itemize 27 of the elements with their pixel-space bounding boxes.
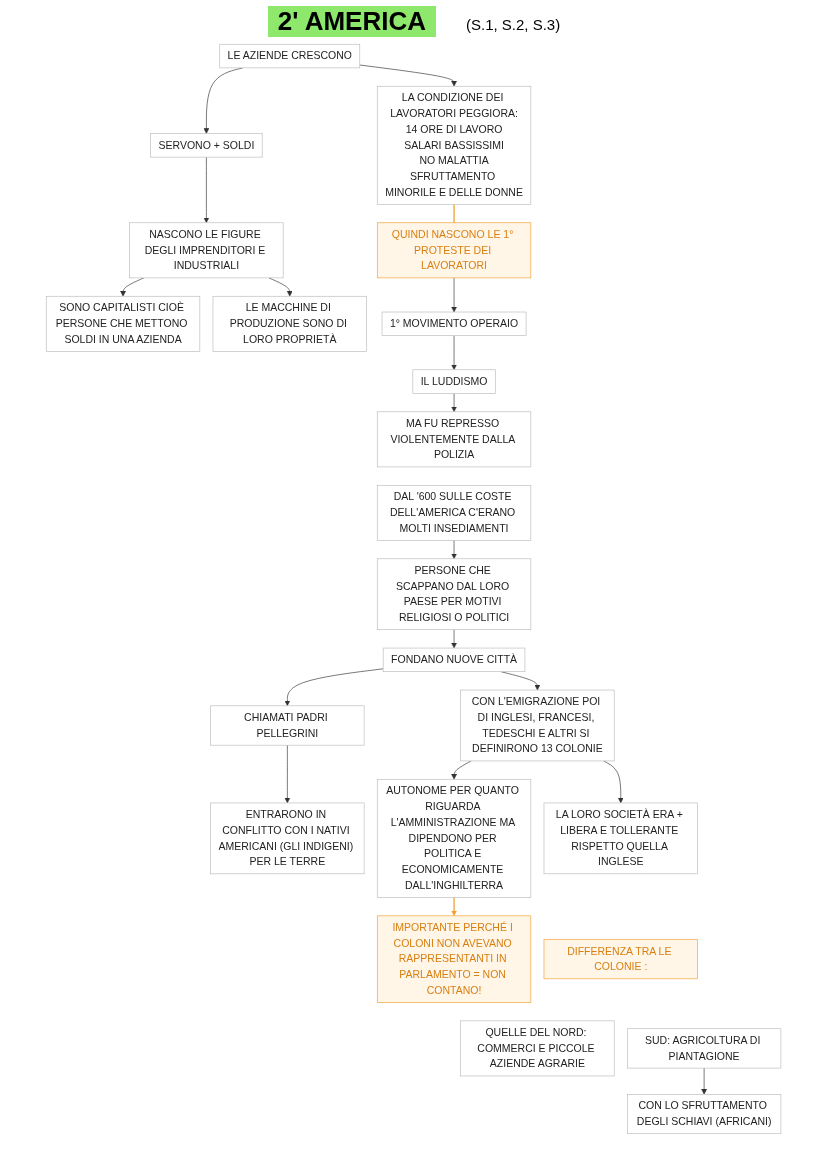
node-box: QUINDI NASCONO LE 1° PROTESTE DEI LAVORATORI xyxy=(377,222,532,279)
node-box: SERVONO + SOLDI xyxy=(150,133,263,158)
node-box: AUTONOME PER QUANTO RIGUARDA L'AMMINISTRAZIONE MA DIPENDONO PER POLITICA E ECONOMICAMENTE DALL'INGHILTERRA xyxy=(377,778,532,898)
node-box: LA LORO SOCIETÀ ERA + LIBERA E TOLLERANTE RISPETTO QUELLA INGLESE xyxy=(544,802,699,875)
node-box: CON L'EMIGRAZIONE POI DI INGLESI, FRANCESI, TEDESCHI E ALTRI SI DEFINIRONO 13 COLONIE xyxy=(460,689,615,762)
node-box: CON LO SFRUTTAMENTO DEGLI SCHIAVI (AFRICANI) xyxy=(627,1094,782,1135)
node-box: PERSONE CHE SCAPPANO DAL LORO PAESE PER MOTIVI RELIGIOSI O POLITICI xyxy=(377,558,532,630)
node-box: SUD: AGRICOLTURA DI PIANTAGIONE xyxy=(627,1028,782,1069)
node-box: LE AZIENDE CRESCONO xyxy=(219,43,361,69)
node-box: NASCONO LE FIGURE DEGLI IMPRENDITORI E INDUSTRIALI xyxy=(129,222,284,279)
node-box: DAL '600 SULLE COSTE DELL'AMERICA C'ERANO MOLTI INSEDIAMENTI xyxy=(377,484,532,541)
node-box: LA CONDIZIONE DEI LAVORATORI PEGGIORA: 14 ORE DI LAVORO SALARI BASSISSIMI NO MALATTIA SFRUTTAMENTO MINORILE E DELLE DONNE xyxy=(377,85,532,205)
node-box: 1° MOVIMENTO OPERAIO xyxy=(382,311,527,336)
node-box: QUELLE DEL NORD: COMMERCI E PICCOLE AZIENDE AGRARIE xyxy=(460,1020,615,1077)
node-box: DIFFERENZA TRA LE COLONIE : xyxy=(544,939,699,980)
node-box: LE MACCHINE DI PRODUZIONE SONO DI LORO PROPRIETÀ xyxy=(213,295,368,352)
node-box: IMPORTANTE PERCHÉ I COLONI NON AVEVANO RAPPRESENTANTI IN PARLAMENTO = NON CONTANO! xyxy=(377,915,532,1003)
node-box: FONDANO NUOVE CITTÀ xyxy=(383,647,526,672)
node-box: CHIAMATI PADRI PELLEGRINI xyxy=(210,705,365,746)
note-text: (S.1, S.2, S.3) xyxy=(466,16,561,33)
node-box: MA FU REPRESSO VIOLENTEMENTE DALLA POLIZIA xyxy=(377,411,532,468)
node-box: ENTRARONO IN CONFLITTO CON I NATIVI AMERICANI (GLI INDIGENI) PER LE TERRE xyxy=(210,802,365,875)
title: 2' AMERICA xyxy=(267,6,436,37)
connector xyxy=(453,203,456,224)
node-box: IL LUDDISMO xyxy=(412,369,497,394)
node-box: SONO CAPITALISTI CIOÈ PERSONE CHE METTONO SOLDI IN UNA AZIENDA xyxy=(46,295,201,352)
arrow xyxy=(451,896,458,917)
